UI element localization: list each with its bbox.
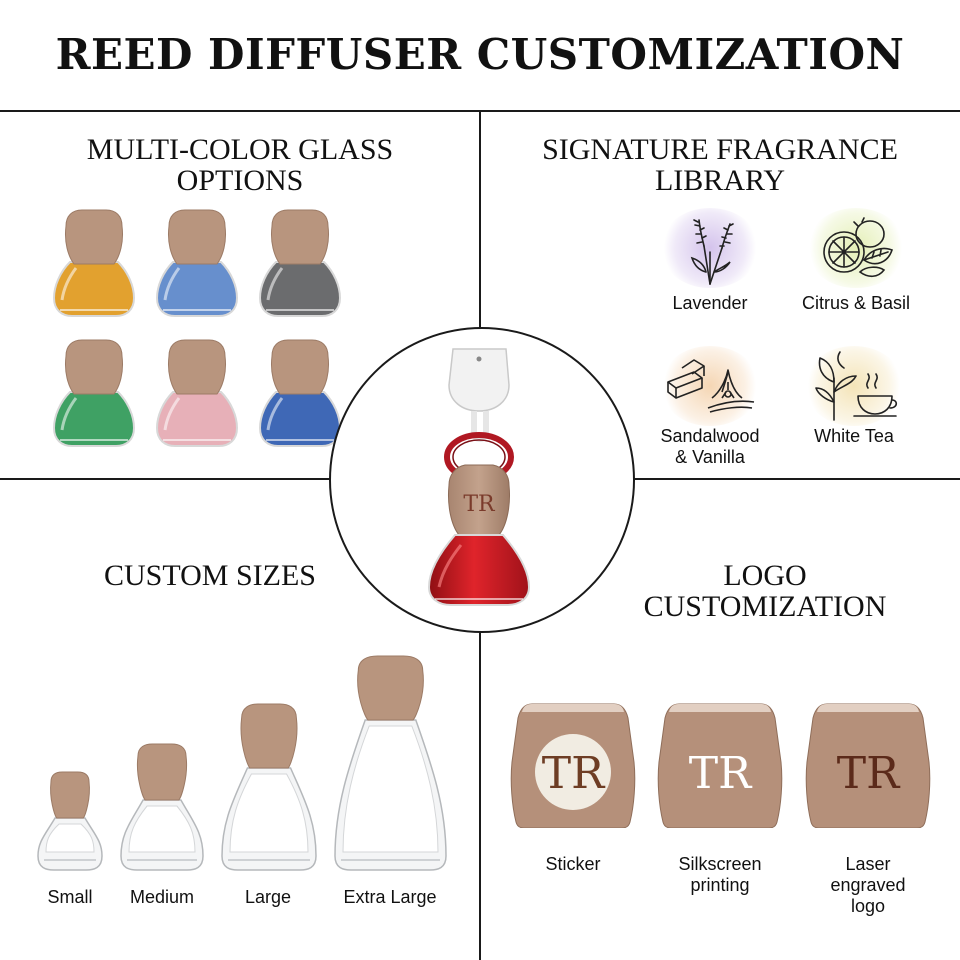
logo-section-title: LOGO CUSTOMIZATION [643,559,887,623]
logo-option-label: Silkscreen printing [678,854,762,895]
glass-body [258,261,342,317]
vertical-divider-top [479,110,481,328]
glass-bottle-option [52,339,136,447]
glass-bottle-option [155,209,239,317]
glass-bottle-option [258,209,342,317]
glass-body [155,261,239,317]
wood-cap [168,209,226,265]
lavender-label: Lavender [672,293,748,313]
featured-hanging-diffuser: TR [427,348,531,606]
glass-body [52,391,136,447]
wood-cap [65,339,123,395]
wood-cap [240,703,298,769]
wood-cap [168,339,226,395]
size-label: Extra Large [343,887,437,907]
sandalwood-vanilla-item [660,346,760,426]
wood-cap [448,464,510,536]
page-title: REED DIFFUSER CUSTOMIZATION [55,30,905,79]
sticker-disc [535,734,611,810]
size-label: Medium [129,887,195,907]
wood-cap [271,339,329,395]
white-tea-item [804,346,904,426]
wood-cap [357,655,424,721]
logo-mark-text: TR [689,748,753,799]
glass-bottle-option [258,339,342,447]
sticker-logo-sample: TR [510,703,636,828]
citrus-basil-icon [823,217,893,278]
logo-mark-text: TR [837,748,901,799]
logo-mark-text: TR [542,748,606,799]
glass-bottle-option [52,209,136,317]
vertical-divider-bottom [479,628,481,960]
wood-cap [136,743,188,801]
size-bottle-option [120,743,204,871]
citrus-basil-glow [806,208,906,288]
sandalwood-vanilla-label: Sandalwood & Vanilla [660,426,760,467]
glass-bottle-option [155,339,239,447]
wood-block [657,703,783,828]
laser-engraved-logo-sample: TR [805,703,931,828]
size-label: Large [244,887,292,907]
cap-logo-text: TR [463,492,496,517]
size-bottle-option [221,703,317,871]
wood-cap [50,771,90,819]
glass-section-title: MULTI-COLOR GLASS OPTIONS [86,133,394,197]
glass-body [52,261,136,317]
white-tea-label: White Tea [814,426,894,446]
featured-product-circle: TR [329,327,635,633]
silkscreen-logo-sample: TR [657,703,783,828]
horizontal-divider-right [629,478,960,480]
wood-cap [271,209,329,265]
citrus-basil-label: Citrus & Basil [801,293,911,313]
fragrance-section-title: SIGNATURE FRAGRANCE LIBRARY [542,133,898,197]
glass-body [155,391,239,447]
sandalwood-vanilla-icon [667,359,755,413]
lavender-icon [690,219,734,285]
citrus-basil-item [806,208,906,288]
logo-option-label: Sticker [545,854,601,874]
lavender-item [660,208,760,288]
vent-clip [448,348,510,412]
white-tea-icon [815,351,898,421]
logo-option-label: Laser engraved logo [830,854,906,916]
sandalwood-vanilla-glow [660,346,760,426]
white-tea-glow [804,346,904,426]
wood-block [805,703,931,828]
horizontal-divider-left [0,478,331,480]
size-bottle-option [37,771,103,871]
size-bottle-option [334,655,447,871]
glass-body [258,391,342,447]
sizes-section-title: CUSTOM SIZES [104,559,316,592]
size-label: Small [47,887,93,907]
wood-cap [65,209,123,265]
